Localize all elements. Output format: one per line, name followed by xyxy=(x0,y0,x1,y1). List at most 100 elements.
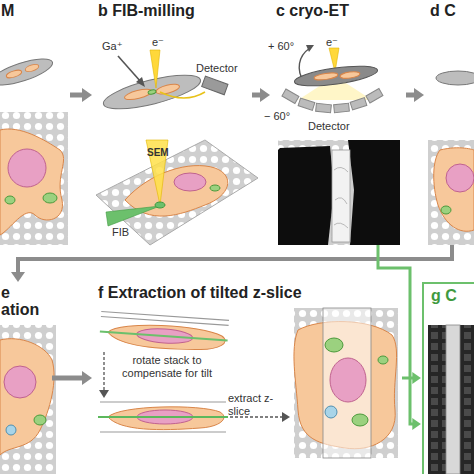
illustration-label: rotate stack to compensate for tilt xyxy=(114,354,220,380)
panel-a-art xyxy=(0,112,68,245)
panel-heading: d C xyxy=(430,2,474,19)
panel-b-art xyxy=(210,185,220,191)
illustration-label: extract z-slice xyxy=(228,392,294,418)
panel-f-art xyxy=(294,308,398,458)
panel-c-art xyxy=(306,45,314,52)
panel-a-art xyxy=(0,129,64,235)
illustration-label: FIB xyxy=(112,226,129,239)
panel-f-art xyxy=(107,322,226,353)
panel-f-art xyxy=(108,407,224,430)
panel-heading: g C xyxy=(431,287,474,304)
illustration-label: SEM xyxy=(147,146,169,159)
workflow-panel: e ation xyxy=(0,282,52,474)
panel-g-art xyxy=(428,325,474,474)
panel-heading: e ation xyxy=(1,284,47,318)
panel-e-art xyxy=(0,325,56,474)
panel-a-art xyxy=(43,193,57,203)
panel-d-art xyxy=(446,164,474,192)
panel-c-art xyxy=(282,89,299,103)
panel-a-art xyxy=(8,149,46,187)
illustration-label: Detector xyxy=(196,62,238,75)
panel-b-art xyxy=(160,92,205,98)
panel-c-art xyxy=(314,72,339,81)
panel-f-art xyxy=(101,316,229,325)
panel-b-art xyxy=(146,140,168,205)
panel-b-art xyxy=(101,68,204,115)
illustration-label: Ga⁺ xyxy=(102,40,122,53)
panel-f-art xyxy=(99,312,229,353)
panel-e-art xyxy=(34,415,46,425)
panel-f-art xyxy=(325,406,337,418)
panel-heading: c cryo-ET xyxy=(276,2,406,19)
panel-b-art xyxy=(106,206,160,226)
panel-heading: M xyxy=(1,2,70,19)
workflow-panel: b FIB-milling xyxy=(92,0,252,245)
panel-c-art xyxy=(366,89,383,103)
panel-heading: f Extraction of tilted z-slice xyxy=(98,284,402,301)
panel-c-art xyxy=(298,98,315,110)
panel-f-art xyxy=(100,331,228,340)
panel-f-art xyxy=(98,308,398,458)
panel-a-art xyxy=(5,196,15,204)
panel-d-art xyxy=(441,206,451,214)
panel-f-art xyxy=(99,390,109,398)
panel-f-art xyxy=(98,416,228,418)
panel-c-art xyxy=(340,71,361,80)
panel-b-art xyxy=(155,82,180,96)
flow-arrow xyxy=(70,93,84,98)
panel-c-art xyxy=(293,62,378,90)
illustration-label: + 60° xyxy=(268,40,294,53)
flow-arrow xyxy=(52,376,84,381)
panel-e-art xyxy=(4,366,36,398)
panel-heading: b FIB-milling xyxy=(98,2,252,19)
panel-f-art xyxy=(352,414,368,426)
flow-arrow xyxy=(252,93,262,98)
illustration-label: − 60° xyxy=(264,110,290,123)
illustration-label: Detector xyxy=(308,120,350,133)
panel-b-art xyxy=(136,77,145,87)
flow-arrow xyxy=(378,245,414,424)
panel-a-art xyxy=(24,63,39,73)
panel-b-art xyxy=(155,202,165,208)
panel-b-art xyxy=(174,173,206,191)
panel-b-art xyxy=(101,68,204,115)
panel-b-art xyxy=(150,50,160,88)
panel-e-art xyxy=(0,339,54,455)
panel-c-art xyxy=(350,98,367,110)
panel-d-art xyxy=(436,71,474,85)
panel-f-art xyxy=(378,356,388,364)
workflow-panel: g C xyxy=(422,282,474,474)
panel-c-art xyxy=(278,140,400,245)
panel-f-art xyxy=(330,358,366,402)
panel-d-art xyxy=(428,71,474,245)
workflow-panel: M xyxy=(0,0,70,245)
panel-c-art xyxy=(334,167,348,228)
panel-b-art xyxy=(118,56,141,82)
panel-a-art xyxy=(0,54,55,91)
panel-f-art xyxy=(282,412,290,422)
panel-f-art xyxy=(325,338,343,352)
panel-d-art xyxy=(434,148,474,231)
flow-arrow xyxy=(406,93,416,98)
panel-c-art xyxy=(332,150,350,242)
panel-c-art xyxy=(293,62,378,90)
panel-c-art xyxy=(348,140,400,245)
panel-c-art xyxy=(278,146,334,245)
flow-arrow xyxy=(402,377,414,380)
panel-b-art xyxy=(202,76,228,95)
panel-c-art xyxy=(316,103,332,113)
panel-b-art xyxy=(96,50,258,245)
panel-c-art xyxy=(334,103,350,113)
panel-e-art xyxy=(6,425,16,435)
panel-a-art xyxy=(0,54,68,245)
panel-g-art xyxy=(428,325,474,474)
panel-e-art xyxy=(0,325,56,474)
panel-f-art xyxy=(103,352,104,390)
panel-b-art xyxy=(148,89,157,95)
flow-arrow xyxy=(18,245,452,274)
workflow-panel: d C xyxy=(424,0,474,245)
illustration-label: e⁻ xyxy=(326,36,338,49)
panel-b-art xyxy=(124,87,153,102)
panel-f-art xyxy=(100,431,226,432)
